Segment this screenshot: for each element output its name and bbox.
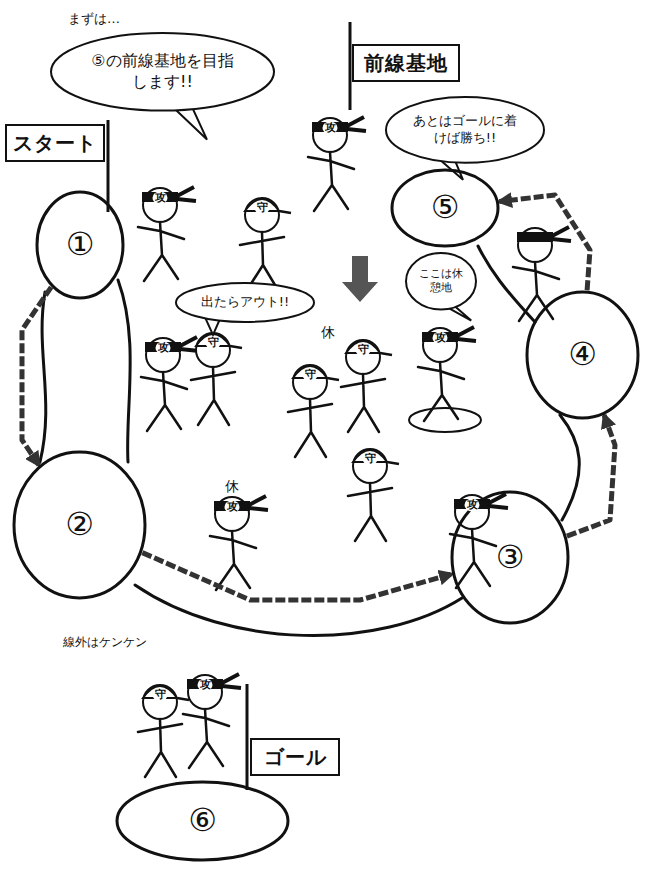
speech-bubble: あとはゴールに着けば勝ち!! bbox=[385, 96, 545, 164]
cap-mark: 守 bbox=[356, 343, 371, 356]
headband-mark: 攻 bbox=[153, 191, 168, 204]
bubble-text: 出たらアウト!! bbox=[198, 294, 292, 311]
cap-mark: 守 bbox=[363, 452, 378, 465]
zone-number: ③ bbox=[496, 537, 525, 579]
rest-mark: 休 bbox=[223, 478, 241, 495]
route-arrow bbox=[567, 415, 615, 536]
headband-mark: 攻 bbox=[156, 341, 171, 354]
zone-number: ⑥ bbox=[188, 800, 217, 842]
zone-circle: ① bbox=[35, 190, 125, 300]
headband-mark: 攻 bbox=[323, 121, 338, 134]
route-arrow bbox=[22, 287, 51, 465]
headband-mark: 攻 bbox=[225, 500, 240, 513]
cap-mark: 守 bbox=[303, 368, 318, 381]
headband-mark: 攻 bbox=[465, 498, 480, 511]
route-arrow bbox=[499, 195, 590, 290]
cap-mark: 守 bbox=[153, 688, 168, 701]
bubble-heading: まずは… bbox=[68, 11, 120, 28]
rest-mark: 休 bbox=[319, 324, 337, 341]
route-arrow bbox=[142, 553, 452, 600]
speech-bubble: ここは休憩地 bbox=[405, 252, 477, 311]
zone-circle: ⑥ bbox=[115, 780, 290, 862]
zone-circle: ② bbox=[12, 450, 147, 600]
flag-text: 前線基地 bbox=[360, 50, 452, 76]
bubble-text: あとはゴールに着けば勝ち!! bbox=[411, 113, 519, 147]
speech-bubble: 出たらアウト!! bbox=[175, 282, 315, 323]
flag-text: ゴール bbox=[258, 744, 332, 770]
cap-mark: 守 bbox=[206, 336, 221, 349]
zone-number: ② bbox=[65, 504, 94, 546]
start-flag: スタート bbox=[5, 124, 105, 162]
zone-number: ① bbox=[66, 224, 95, 266]
zone-circle: ④ bbox=[525, 290, 640, 420]
zone-number: ⑤ bbox=[431, 187, 460, 229]
rest-spot bbox=[409, 408, 481, 432]
zone-circle: ⑤ bbox=[390, 168, 500, 248]
speech-bubble: まずは…⑤の前線基地を目指します!! bbox=[50, 32, 275, 112]
zone-number: ④ bbox=[568, 334, 597, 376]
headband-mark: 攻 bbox=[433, 331, 448, 344]
bubble-text: ⑤の前線基地を目指します!! bbox=[86, 51, 239, 93]
course-outline bbox=[40, 246, 579, 636]
headband-mark: 攻 bbox=[198, 678, 213, 691]
goal-flag: ゴール bbox=[250, 738, 340, 776]
note-text: 線外はケンケン bbox=[61, 635, 149, 649]
down-arrow bbox=[342, 256, 378, 302]
cap-mark: 守 bbox=[255, 201, 270, 214]
base-flag: 前線基地 bbox=[352, 44, 460, 82]
flag-text: スタート bbox=[13, 130, 97, 156]
players bbox=[138, 117, 571, 777]
bubble-text: ここは休憩地 bbox=[417, 267, 465, 296]
